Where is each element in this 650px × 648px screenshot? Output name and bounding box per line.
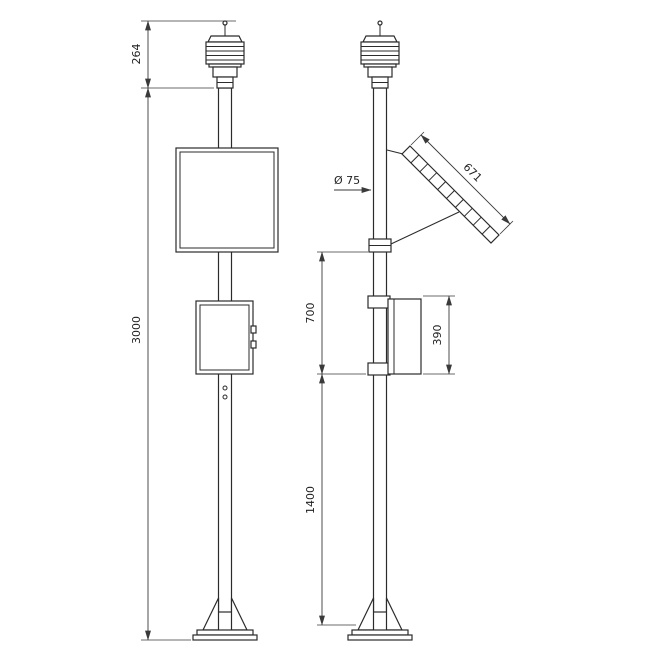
dim-1400: 1400	[304, 373, 356, 626]
dim-264-label: 264	[130, 44, 143, 65]
pole-diameter-label: Ø 75	[334, 174, 360, 187]
front-view: 264 3000	[130, 20, 279, 641]
pole-side	[372, 87, 388, 613]
dim-3000: 3000	[130, 87, 191, 641]
solar-panel-front	[175, 147, 279, 253]
cable-gland-1	[222, 385, 228, 391]
dim-671-label: 671	[460, 161, 484, 185]
box-clamp-bottom	[367, 362, 391, 376]
dim-390-label: 390	[431, 325, 444, 346]
panel-top-bracket	[386, 149, 404, 155]
antenna-tip-front	[222, 20, 228, 26]
base-front	[192, 597, 258, 641]
antenna-tip-side	[377, 20, 383, 26]
cable-gland-2	[222, 394, 228, 400]
base-side	[347, 597, 413, 641]
dim-390: 390	[423, 295, 455, 375]
control-box-side	[367, 295, 422, 376]
dim-264: 264	[130, 20, 236, 89]
dim-671: 671	[410, 131, 514, 235]
weather-sensor-side	[360, 20, 400, 89]
dim-pole-diameter: Ø 75	[334, 174, 372, 193]
dim-700: 700	[304, 251, 368, 375]
control-box-front	[195, 300, 257, 375]
side-view: 671 Ø 75 700	[304, 20, 514, 641]
weather-sensor-front	[205, 20, 245, 89]
box-latch-bottom	[250, 340, 257, 349]
solar-panel-side	[368, 145, 500, 253]
dim-1400-label: 1400	[304, 486, 317, 514]
panel-strut	[390, 211, 460, 245]
dim-3000-label: 3000	[130, 316, 143, 344]
dim-700-label: 700	[304, 303, 317, 324]
box-clamp-top	[367, 295, 391, 309]
box-latch-top	[250, 325, 257, 334]
